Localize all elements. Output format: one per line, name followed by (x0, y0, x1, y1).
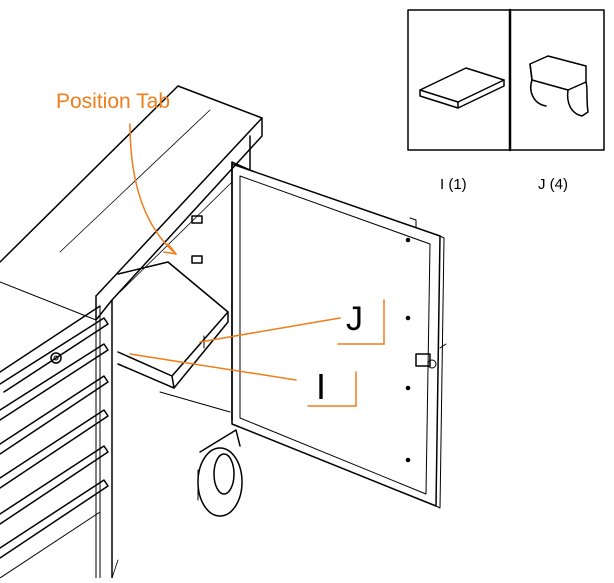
position-tab-arrowhead (163, 243, 177, 255)
part-j-caption: J (4) (538, 176, 568, 193)
door-screw-icon (405, 385, 411, 391)
position-tab-label: Position Tab (56, 90, 171, 113)
bracket-j (337, 299, 385, 345)
part-i-caption: I (1) (440, 176, 467, 193)
part-j-clip-icon (529, 55, 589, 117)
leader-line-j (199, 317, 341, 343)
lower-tab-slot (191, 255, 203, 264)
cabinet-side (95, 299, 113, 579)
part-i-pad-icon (419, 67, 505, 109)
leader-line-i (129, 353, 297, 381)
drawer-lock-icon (50, 352, 62, 364)
worktop (0, 85, 263, 321)
callout-letter-j: J (346, 300, 363, 338)
caster-wheel (197, 429, 243, 517)
position-tab-arrow (129, 123, 177, 255)
door-screw-icon (405, 457, 411, 463)
door-screw-icon (405, 315, 411, 321)
callout-letter-i: I (316, 366, 327, 407)
parts-legend (407, 8, 605, 152)
cabinet-door (231, 163, 447, 509)
drawer-stack (0, 305, 109, 579)
upper-tab-slot (191, 215, 203, 224)
cabinet-interior (111, 135, 251, 579)
door-screw-icon (405, 237, 411, 243)
shelf (117, 261, 231, 413)
bracket-i (307, 371, 357, 407)
